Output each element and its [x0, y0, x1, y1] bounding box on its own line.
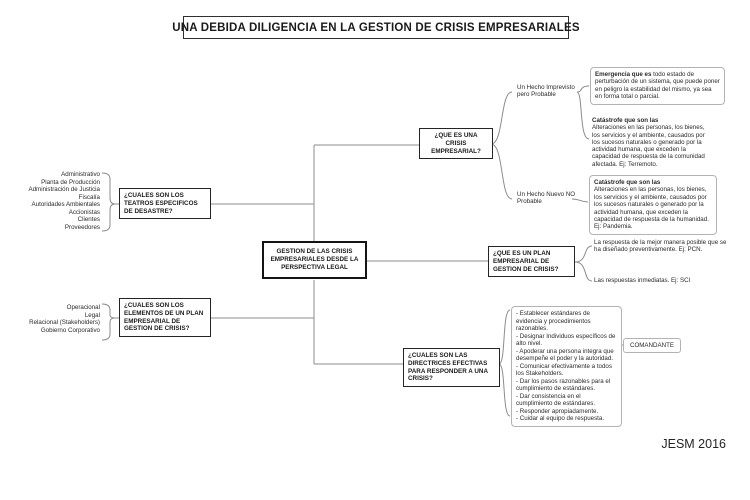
directive-item: - Responder apropiadamente.: [516, 407, 599, 415]
question-plan-elements-node: ¿CUALES SON LOS ELEMENTOS DE UN PLAN EMP…: [119, 298, 211, 338]
directive-item: - Designar Individuos específicos de alt…: [516, 332, 616, 348]
question-crisis-node: ¿QUE ES UNA CRISIS EMPRESARIAL?: [419, 128, 493, 160]
center-node: GESTION DE LAS CRISIS EMPRESARIALES DESD…: [262, 241, 367, 279]
emergency-definition-box: Emergencia que es todo estado de perturb…: [590, 67, 725, 105]
emergency-definition-lead: Emergencia que es: [595, 71, 652, 78]
branch-new-label: Un Hecho Nuevo NO Probable: [517, 191, 576, 206]
catastrophe-earthquake-lead: Catástrofe que son las: [592, 117, 659, 124]
theaters-brace: [101, 172, 119, 232]
page-title-text: UNA DEBIDA DILIGENCIA EN LA GESTION DE C…: [172, 21, 580, 34]
catastrophe-earthquake-body: Alteraciones en las personas, los bienes…: [592, 124, 705, 168]
list-item: Proveedores: [64, 223, 100, 231]
directive-item: - Cuidar al equipo de respuesta.: [516, 415, 605, 422]
list-item: Relacional (Stakeholders): [29, 319, 100, 326]
crisis-split-brace: [490, 91, 513, 200]
directive-item: - Dar consistencia en el cumplimiento de…: [516, 392, 596, 408]
branch-unforeseen-label: Un Hecho Imprevisto pero Probable: [517, 84, 575, 99]
theaters-list: Administrativo Planta de Producción Admi…: [16, 171, 100, 231]
list-item: Legal: [84, 311, 100, 319]
plan-elements-list: Operacional Legal Relacional (Stakeholde…: [16, 304, 100, 334]
catastrophe-pandemic-body: Alteraciones en las personas, los bienes…: [594, 186, 709, 231]
directive-item: - Comunicar efectivamente a todos los St…: [516, 362, 612, 378]
commander-callout-box: COMANDANTE: [623, 338, 681, 354]
list-item: Accionistas: [68, 208, 100, 216]
center-node-label: GESTION DE LAS CRISIS EMPRESARIALES DESD…: [270, 248, 359, 271]
list-item: Clientes: [77, 216, 100, 223]
list-item: Fiscalía: [78, 193, 100, 201]
directive-item: - Dar los pasos razonables para el cumpl…: [516, 377, 611, 393]
list-item: Planta de Producción: [41, 178, 100, 186]
question-directives-node: ¿CUALES SON LAS DIRECTRICES EFECTIVAS PA…: [403, 348, 500, 388]
directive-item: - Apoderar una persona integra que desem…: [516, 347, 614, 363]
list-item: Operacional: [66, 304, 100, 311]
page-title: UNA DEBIDA DILIGENCIA EN LA GESTION DE C…: [172, 16, 580, 39]
catastrophe-pandemic-lead: Catástrofe que son las: [594, 179, 661, 186]
list-item: Autoridades Ambientales: [31, 201, 100, 208]
list-item: Administrativo: [61, 171, 100, 178]
plan-answer-pcn: La respuesta de la mejor manera posible …: [594, 239, 727, 254]
plan-answer-sci: Las respuestas inmediatas. Ej: SCI: [594, 277, 691, 284]
list-item: Gobierno Corporativo: [40, 326, 100, 334]
nuevo-link-line: [571, 198, 589, 203]
emergency-definition-body: todo estado de perturbación de un sistem…: [595, 71, 720, 101]
elements-brace: [101, 303, 119, 341]
plan-split-brace: [574, 245, 593, 282]
directive-item: - Establecer estándares de evidencia y p…: [516, 310, 591, 332]
question-theaters-node: ¿CUALES SON LOS TEATROS ESPECIFICOS DE D…: [119, 188, 211, 220]
directives-list-box: - Establecer estándares de evidencia y p…: [511, 306, 622, 427]
question-plan-node: ¿QUE ES UN PLAN EMPRESARIAL DE GESTION D…: [488, 246, 575, 278]
list-item: Administración de Justicia: [28, 186, 100, 193]
imprevisto-split-brace: [576, 85, 590, 140]
author-credit: JESM 2016: [661, 437, 726, 451]
directives-brace: [498, 309, 511, 417]
